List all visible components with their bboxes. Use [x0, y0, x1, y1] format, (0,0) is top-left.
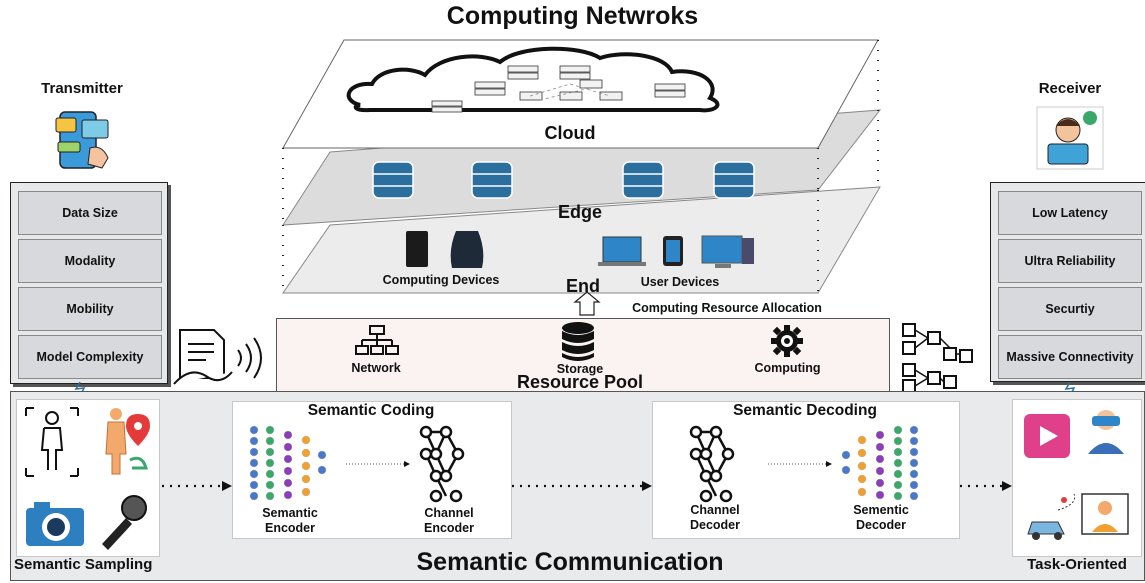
cloud-icon: [346, 46, 720, 113]
contract-handshake-icon: [173, 329, 262, 385]
semantic-coding-box: [232, 401, 512, 539]
arrow-head-icon: [1002, 481, 1012, 491]
prop-mobility: Mobility: [18, 287, 162, 331]
network-icon: [355, 325, 399, 355]
channel-decoder-nn-icon: [689, 425, 735, 503]
arrow-head-icon: [222, 481, 232, 491]
prop-ultra-reliability: Ultra Reliability: [998, 239, 1142, 283]
prop-data-size: Data Size: [18, 191, 162, 235]
receiver-user-icon: [1036, 106, 1104, 170]
prop-low-latency: Low Latency: [998, 191, 1142, 235]
camera-icon: [26, 502, 84, 546]
semantic-encoder-nn-icon: [249, 425, 327, 501]
vr-user-icon: [1088, 410, 1124, 454]
semantic-decoder-label: Sementic Decoder: [853, 503, 909, 532]
online-meeting-icon: [1081, 493, 1129, 535]
receiver-title: Receiver: [1038, 80, 1102, 97]
microphone-icon: [102, 495, 147, 550]
prop-massive-connectivity: Massive Connectivity: [998, 335, 1142, 379]
computing-label: Computing: [754, 361, 821, 375]
decision-flow-icon: [902, 323, 973, 393]
semantic-communication-title: Semantic Communication: [416, 548, 724, 576]
end-label: End: [566, 276, 600, 296]
user-device-icon: [598, 235, 754, 268]
storage-label: Storage: [556, 362, 604, 376]
cloud-label: Cloud: [544, 123, 596, 143]
prop-model-complexity: Model Complexity: [18, 335, 162, 379]
database-icon: [372, 161, 755, 199]
semantic-coding-title: Semantic Coding: [307, 402, 435, 419]
video-play-icon: [1024, 414, 1070, 458]
task-oriented-label: Task-Oriented: [1027, 556, 1127, 573]
computing-devices-label: Computing Devices: [382, 273, 500, 287]
motion-capture-icon: [25, 407, 79, 477]
storage-icon: [562, 322, 594, 361]
transmitter-properties-panel: Data Size Modality Mobility Model Comple…: [10, 182, 168, 384]
channel-encoder-label: Channel Encoder: [423, 506, 474, 535]
arrow-head-icon: [404, 461, 410, 467]
server-icon: [431, 65, 686, 113]
network-label: Network: [351, 361, 401, 375]
task-icons: [1024, 410, 1129, 540]
transmitter-phone-icon: [55, 111, 109, 169]
arrow-head-icon: [826, 461, 832, 467]
allocation-label: Computing Resource Allocation: [632, 301, 822, 315]
semantic-sampling-label: Semantic Sampling: [14, 556, 153, 573]
location-person-icon: [105, 408, 150, 475]
sampling-icons: [25, 407, 150, 550]
semantic-decoding-title: Semantic Decoding: [733, 402, 877, 419]
arrow-head-icon: [642, 481, 652, 491]
edge-label: Edge: [557, 202, 602, 222]
transmitter-title: Transmitter: [41, 80, 123, 97]
channel-decoder-label: Channel Decoder: [689, 503, 741, 532]
autonomous-car-icon: [1027, 493, 1076, 540]
computing-gear-icon: [771, 325, 803, 357]
channel-encoder-nn-icon: [419, 425, 465, 503]
page-title: Computing Netwroks: [446, 2, 699, 30]
prop-modality: Modality: [18, 239, 162, 283]
semantic-decoder-nn-icon: [841, 425, 919, 501]
prop-security: Securtiy: [998, 287, 1142, 331]
computing-device-icon: [406, 231, 484, 268]
resource-pool-title: Resource Pool: [516, 372, 644, 392]
user-devices-label: User Devices: [640, 275, 720, 289]
semantic-encoder-label: Semantic Encoder: [262, 506, 318, 535]
receiver-properties-panel: Low Latency Ultra Reliability Securtiy M…: [990, 182, 1145, 382]
